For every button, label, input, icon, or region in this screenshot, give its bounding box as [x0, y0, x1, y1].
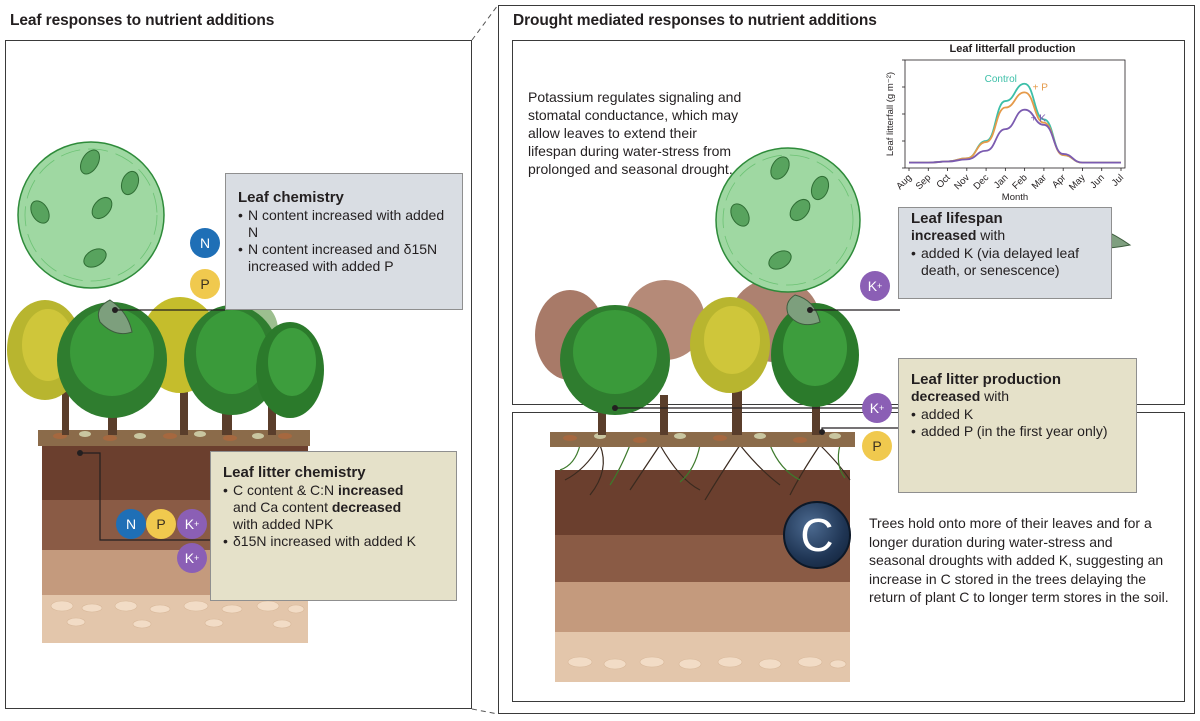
- series-label-1: + P: [1033, 82, 1049, 93]
- x-tick-label-jun: Jun: [1088, 172, 1107, 191]
- x-tick-label-may: May: [1067, 172, 1088, 193]
- potassium-badge-lifespan: K+: [860, 271, 890, 301]
- litterfall-chart-title: Leaf litterfall production: [949, 43, 1076, 55]
- leaf-lifespan-item: added K (via delayed leaf death, or sene…: [911, 245, 1101, 279]
- x-axis-label: Month: [1002, 192, 1028, 203]
- right-panel-title: Drought mediated responses to nutrient a…: [513, 12, 877, 29]
- x-tick-label-jul: Jul: [1110, 172, 1126, 188]
- x-tick-label-dec: Dec: [971, 172, 991, 192]
- carbon-symbol: C: [783, 501, 851, 569]
- x-tick-label-oct: Oct: [934, 172, 952, 190]
- leaf-litter-chemistry-box: Leaf litter chemistry C content & C:N in…: [210, 451, 457, 601]
- left-panel-title: Leaf responses to nutrient additions: [10, 12, 275, 29]
- right-upper-frame: [512, 40, 1185, 405]
- x-tick-label-mar: Mar: [1030, 172, 1049, 191]
- right-lower-frame: [512, 412, 1185, 702]
- leaf-lifespan-box: Leaf lifespan increased with added K (vi…: [898, 207, 1112, 299]
- potassium-badge-litter-2: K+: [177, 543, 207, 573]
- x-tick-label-jan: Jan: [992, 172, 1011, 191]
- leaf-chemistry-box: Leaf chemistry N content increased with …: [225, 173, 463, 310]
- leaf-litter-production-title: Leaf litter production: [911, 371, 1061, 388]
- x-tick-label-feb: Feb: [1010, 172, 1029, 191]
- phosphorus-badge: P: [190, 269, 220, 299]
- leaf-chemistry-title: Leaf chemistry: [238, 189, 344, 206]
- right-outer-frame: [498, 5, 1195, 714]
- leaf-litter-chemistry-title: Leaf litter chemistry: [223, 464, 366, 481]
- nitrogen-badge-litter: N: [116, 509, 146, 539]
- nitrogen-badge: N: [190, 228, 220, 258]
- x-tick-label-sep: Sep: [914, 172, 934, 192]
- x-tick-label-apr: Apr: [1050, 172, 1068, 190]
- leaf-litter-chemistry-item-1: C content & C:N increased and Ca content…: [223, 482, 446, 533]
- leaf-litter-production-item-2: added P (in the first year only): [911, 423, 1126, 440]
- potassium-paragraph: Potassium regulates signaling and stomat…: [528, 89, 742, 177]
- leaf-lifespan-title: Leaf lifespan: [911, 210, 1003, 227]
- left-panel-frame: [5, 40, 472, 709]
- leaf-litter-production-subtitle: decreased with: [911, 388, 1010, 404]
- potassium-badge-production: K+: [862, 393, 892, 423]
- leaf-lifespan-subtitle: increased with: [911, 227, 1006, 243]
- leaf-litter-production-item-1: added K: [911, 406, 1126, 423]
- leaf-chemistry-item-2: N content increased and δ15N increased w…: [238, 241, 452, 275]
- leaf-litter-production-box: Leaf litter production decreased with ad…: [898, 358, 1137, 493]
- potassium-badge-litter: K+: [177, 509, 207, 539]
- phosphorus-badge-litter: P: [146, 509, 176, 539]
- series-line-1: [909, 91, 1121, 164]
- y-axis-label: Leaf litterfall (g m⁻²): [885, 72, 896, 156]
- phosphorus-badge-production: P: [862, 431, 892, 461]
- x-tick-label-aug: Aug: [894, 172, 914, 192]
- series-line-0: [909, 82, 1121, 164]
- x-tick-label-nov: Nov: [952, 172, 972, 192]
- series-line-2: [909, 108, 1121, 164]
- leaf-litter-chemistry-item-2: δ15N increased with added K: [223, 533, 446, 550]
- trees-carbon-paragraph: Trees hold onto more of their leaves and…: [869, 515, 1169, 605]
- series-label-0: Control: [985, 74, 1017, 85]
- series-label-2: + K: [1031, 114, 1047, 125]
- leaf-chemistry-item-1: N content increased with added N: [238, 207, 452, 241]
